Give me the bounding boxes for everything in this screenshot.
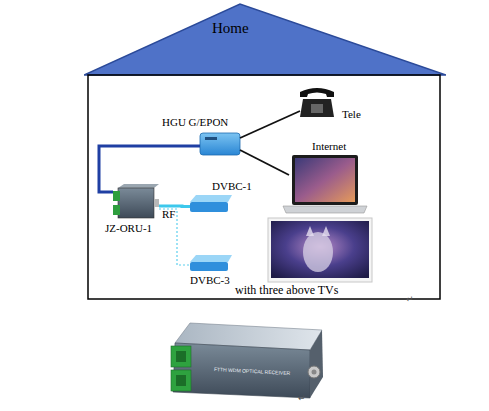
phone-box: Tele: [300, 85, 334, 117]
house-roof: [84, 4, 446, 75]
node-label: Tele: [342, 108, 361, 120]
receiver-bnc: [308, 366, 320, 378]
oru-connector: [113, 191, 120, 201]
wolf-ears: [306, 226, 330, 236]
oru-connector: [113, 205, 120, 215]
paragraph-mark: ↵: [298, 394, 306, 403]
receiver-connector: [171, 370, 191, 391]
receiver-bnc-pin: [312, 370, 317, 375]
phone-handset: [300, 88, 334, 97]
stb-box: DVBC-1: [190, 195, 232, 212]
hgu-device: [200, 133, 240, 155]
laptop-box: Internet: [283, 155, 367, 215]
node-label: JZ-ORU-1: [105, 222, 152, 234]
paragraph-mark: ↵: [406, 295, 414, 304]
receiver-box: JZ-ORU-1: [113, 186, 159, 220]
node-label: Internet: [312, 140, 346, 152]
hgu-logo: [205, 137, 217, 140]
stb-body: [190, 202, 228, 212]
stb-box: DVBC-3: [190, 255, 232, 271]
tv-box: with three above TVs: [268, 218, 372, 282]
signal-label: RF: [162, 209, 175, 220]
oru-bnc: [154, 199, 159, 207]
tv-frame: [268, 218, 372, 282]
laptop-frame: [292, 155, 358, 205]
oru-top: [118, 184, 159, 188]
receiver-port: [176, 351, 186, 362]
network-cable: [240, 150, 289, 175]
fiber-cable: [99, 146, 200, 192]
onu-box: HGU G/EPON: [200, 133, 240, 155]
receiver-port: [176, 375, 186, 386]
rf-cable-dotted: [159, 209, 190, 265]
house-wall: [88, 75, 440, 299]
receiver-front: [173, 343, 310, 398]
house-outline: HGU G/EPONTeleInternetJZ-ORU-1DVBC-1DVBC…: [84, 2, 446, 300]
node-label: Home: [212, 20, 249, 37]
receiver-side: [310, 330, 323, 398]
laptop-base: [283, 206, 367, 213]
node-label: DVBC-1: [212, 180, 252, 192]
receiver-connector: [171, 346, 191, 367]
oru-body: [118, 188, 154, 218]
rf-cable: [159, 205, 190, 209]
node-label: with three above TVs: [235, 284, 338, 297]
phone-body: [300, 99, 334, 117]
node-label: HGU G/EPON: [162, 116, 228, 128]
tv-screen: [271, 221, 369, 278]
node-label: DVBC-3: [190, 274, 230, 286]
stb-top: [190, 195, 232, 202]
phone-keypad: [311, 104, 323, 113]
wolf-image: [303, 232, 333, 272]
stb-top: [190, 255, 232, 262]
laptop-screen: [295, 158, 355, 202]
stb-body: [190, 262, 228, 271]
house-shape: [84, 2, 446, 300]
phone-cable: [240, 111, 300, 138]
